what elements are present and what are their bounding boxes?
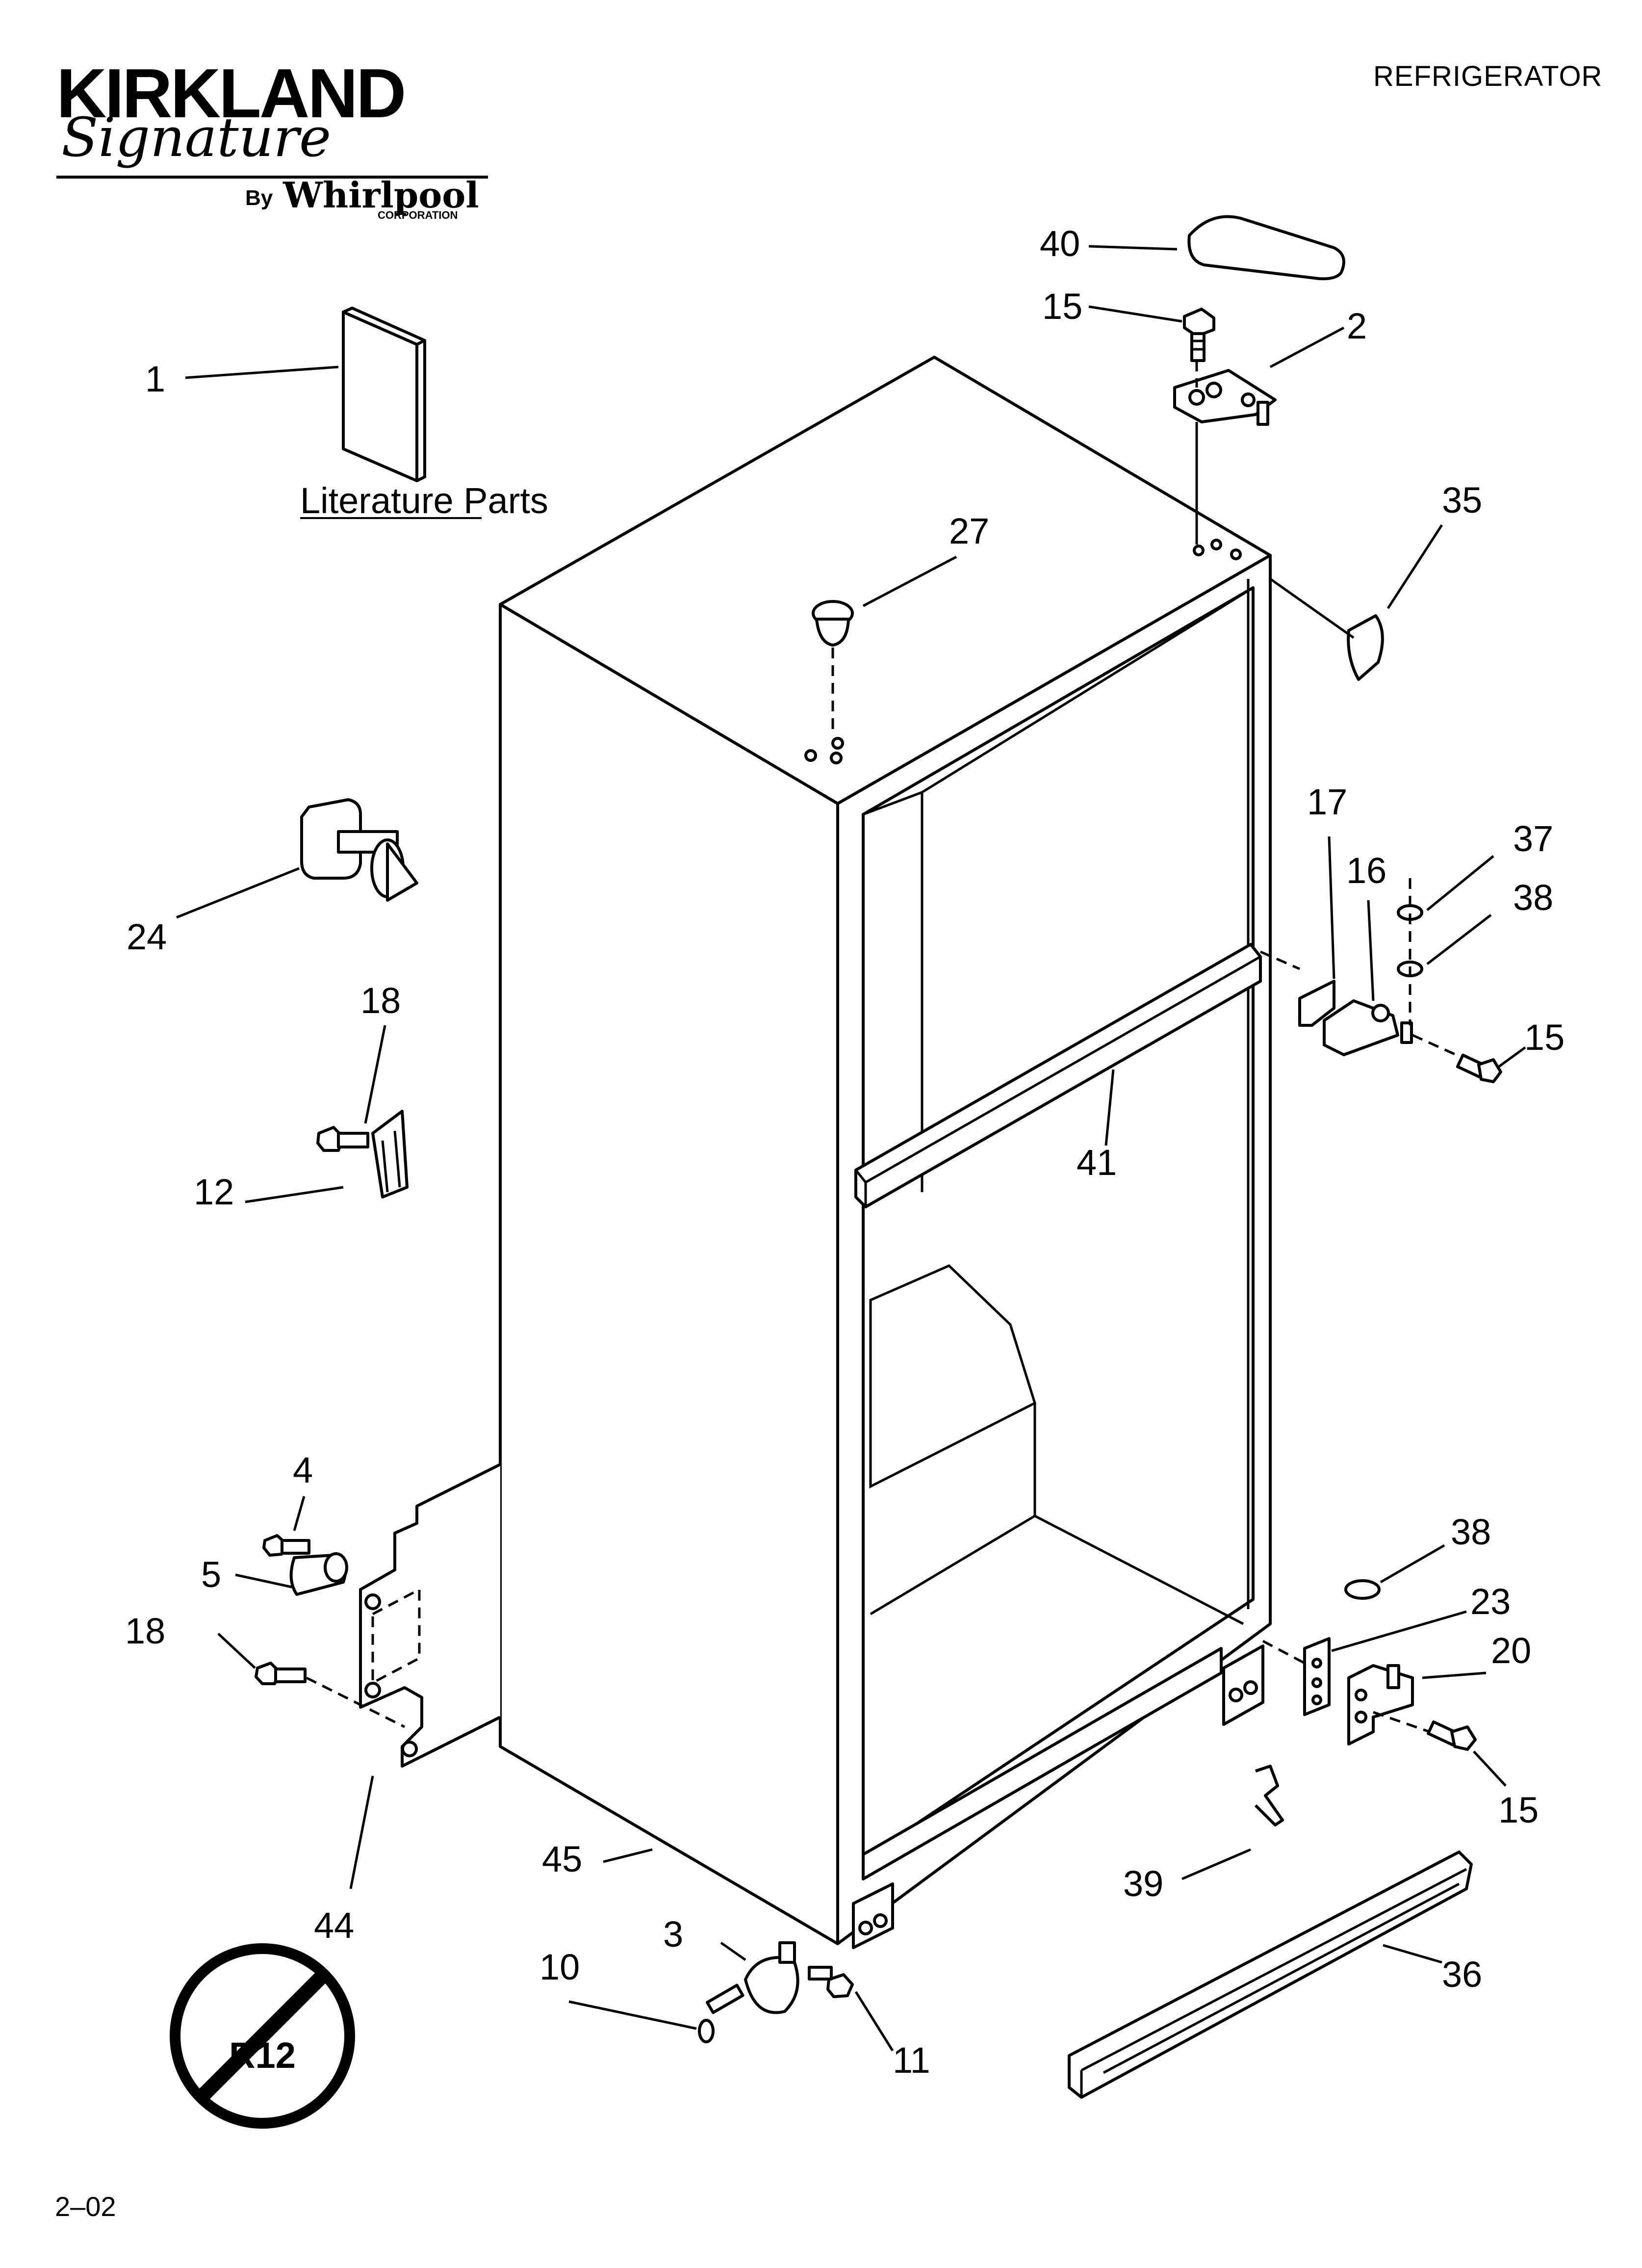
callout-37: 37 xyxy=(1513,818,1553,859)
tubing-clamp-5 xyxy=(289,1552,348,1596)
screw-11 xyxy=(808,1966,854,1998)
center-hinge-bracket-17 xyxy=(1298,980,1335,1027)
bottom-hinge-20 xyxy=(1347,1664,1414,1746)
divider-rail xyxy=(854,943,1262,1208)
washer-38-lower xyxy=(1344,1579,1381,1600)
back-panel xyxy=(359,1463,501,1768)
literature-parts-booklet xyxy=(342,307,426,482)
handle-trim xyxy=(1347,614,1384,681)
callout-35: 35 xyxy=(1442,480,1482,521)
wire-clip xyxy=(371,1110,409,1199)
screw-18-lower xyxy=(255,1662,307,1685)
pin-10 xyxy=(698,1983,744,2043)
toe-grille-36 xyxy=(1068,1851,1473,2099)
hinge-screw-bottom xyxy=(1427,1720,1477,1751)
top-hinge xyxy=(1173,369,1277,426)
callout-44: 44 xyxy=(314,1905,354,1946)
screw-18-upper xyxy=(316,1126,369,1152)
literature-label: Literature Parts xyxy=(300,480,548,521)
hinge-screw-mid xyxy=(1456,1053,1502,1083)
hinge-cover xyxy=(1187,215,1345,281)
page-title: REFRIGERATOR xyxy=(1373,60,1603,92)
callout-24: 24 xyxy=(127,916,167,957)
callout-27: 27 xyxy=(949,511,989,551)
brand-logo: KIRKLAND Signature By Whirlpool CORPORAT… xyxy=(56,59,498,231)
screw-4 xyxy=(262,1534,310,1557)
callout-10: 10 xyxy=(539,1947,580,1987)
brand-name: KIRKLAND xyxy=(56,54,406,132)
callout-18-lower: 18 xyxy=(125,1611,165,1651)
callout-2: 2 xyxy=(1347,306,1367,346)
callout-1: 1 xyxy=(145,359,165,399)
callout-38-upper: 38 xyxy=(1513,877,1553,918)
callout-23: 23 xyxy=(1470,1581,1511,1622)
leader-lines xyxy=(176,245,1526,2052)
callout-18-upper: 18 xyxy=(360,980,401,1021)
brand-maker-sub: CORPORATION xyxy=(378,209,458,221)
callout-5: 5 xyxy=(201,1554,221,1595)
grille-clip-39 xyxy=(1254,1765,1284,1826)
brand-rule xyxy=(56,176,488,179)
callout-20: 20 xyxy=(1491,1630,1531,1671)
brand-script: Signature xyxy=(61,106,332,169)
callout-39: 39 xyxy=(1123,1863,1163,1904)
no-r12-badge: R12 xyxy=(170,1943,355,2129)
callout-17: 17 xyxy=(1307,782,1347,822)
refrigerator-cabinet xyxy=(499,356,1272,1949)
leveling-leg-3 xyxy=(744,1941,799,2014)
callout-4: 4 xyxy=(293,1450,313,1490)
top-plug xyxy=(812,600,854,647)
callout-41: 41 xyxy=(1077,1142,1117,1183)
callout-12: 12 xyxy=(194,1172,234,1212)
callout-45: 45 xyxy=(542,1839,582,1879)
door-stop-pin xyxy=(300,798,418,902)
callout-15-bottom: 15 xyxy=(1498,1790,1539,1830)
callout-3: 3 xyxy=(663,1914,683,1955)
center-hinge-16 xyxy=(1323,999,1413,1056)
brand-by: By xyxy=(245,186,273,210)
callout-11: 11 xyxy=(893,2040,930,2081)
callout-16: 16 xyxy=(1346,850,1386,891)
date-code: 2–02 xyxy=(55,2191,116,2222)
callout-36: 36 xyxy=(1442,1954,1482,1995)
callout-15-top: 15 xyxy=(1042,286,1082,327)
callout-38-lower: 38 xyxy=(1451,1512,1491,1552)
callout-40: 40 xyxy=(1040,223,1080,264)
brand-maker: Whirlpool xyxy=(283,174,479,216)
callout-15-mid: 15 xyxy=(1524,1017,1565,1058)
hinge-shim-23 xyxy=(1303,1637,1331,1716)
hinge-screw-top xyxy=(1183,308,1215,362)
